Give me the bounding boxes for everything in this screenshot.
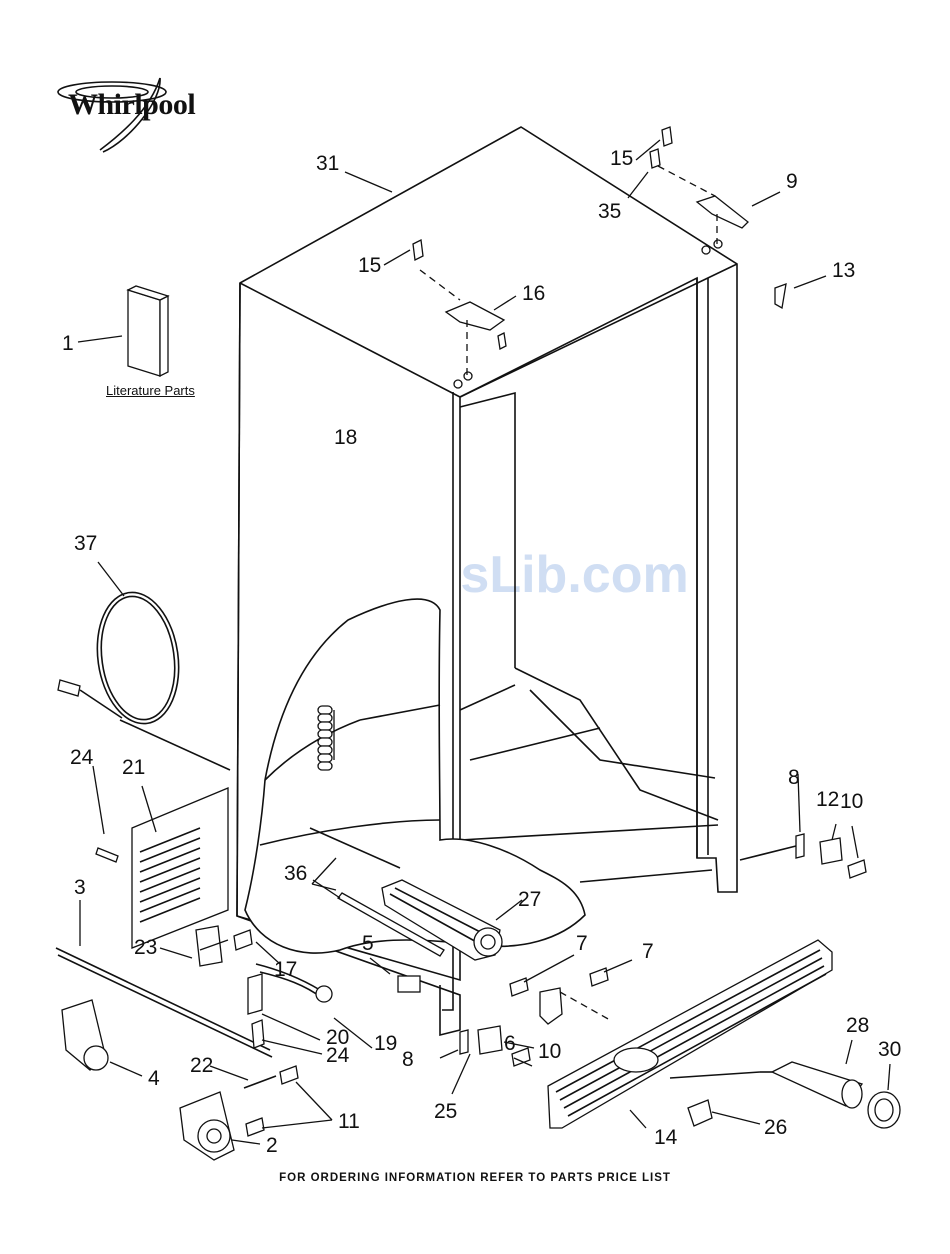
front-hardware-part [460,968,610,1066]
grille-clip-part [688,1100,712,1126]
callout-28: 28 [846,1014,869,1037]
callout-8b: 8 [788,766,800,789]
whirlpool-logo-text: Whirlpool [68,88,195,122]
literature-parts-label: Literature Parts [106,383,195,398]
clip-part [775,284,786,308]
toe-grille-part [548,940,832,1128]
callout-31: 31 [316,152,339,175]
callout-13: 13 [832,259,855,282]
literature-book-icon [128,286,168,376]
axle-screws-part [244,1066,298,1136]
screw-24-upper-part [96,848,118,862]
callout-9: 9 [786,170,798,193]
callout-12: 12 [816,788,839,811]
callout-26: 26 [764,1116,787,1139]
callout-18: 18 [334,426,357,449]
callout-1: 1 [62,332,74,355]
callout-7a: 7 [576,932,588,955]
callout-10b: 10 [840,790,863,813]
callout-19: 19 [374,1032,397,1055]
callout-5: 5 [362,932,374,955]
leveling-rod-part [56,948,272,1160]
callout-4: 4 [148,1067,160,1090]
callout-22: 22 [190,1054,213,1077]
callout-11: 11 [338,1110,360,1133]
callout-15b: 15 [610,147,633,170]
callout-36: 36 [284,862,307,885]
callout-21: 21 [122,756,145,779]
callout-24b: 24 [326,1044,350,1067]
callout-17: 17 [274,958,297,981]
power-cord-part [58,587,230,770]
callout-2: 2 [266,1134,278,1157]
insulation-block-part [398,976,420,992]
drain-spring-part [318,706,332,770]
callout-3: 3 [74,876,86,899]
callout-8a: 8 [402,1048,414,1071]
right-hinge-hardware-part [740,834,866,878]
ordering-info-footer: FOR ORDERING INFORMATION REFER TO PARTS … [0,1172,950,1184]
access-panel-part [132,788,228,948]
callout-10a: 10 [538,1040,561,1063]
callout-25: 25 [434,1100,457,1123]
callout-6: 6 [504,1032,516,1055]
water-filter-part [670,1062,862,1108]
filter-cap-part [868,1092,900,1128]
callout-23: 23 [134,936,157,959]
callout-16: 16 [522,282,545,305]
callout-35: 35 [598,200,621,223]
callout-14: 14 [654,1126,678,1149]
callout-37: 37 [74,532,97,555]
callout-7b: 7 [642,940,654,963]
callout-27: 27 [518,888,541,911]
callout-24a: 24 [70,746,94,769]
callout-15a: 15 [358,254,381,277]
callout-30: 30 [878,1038,901,1061]
